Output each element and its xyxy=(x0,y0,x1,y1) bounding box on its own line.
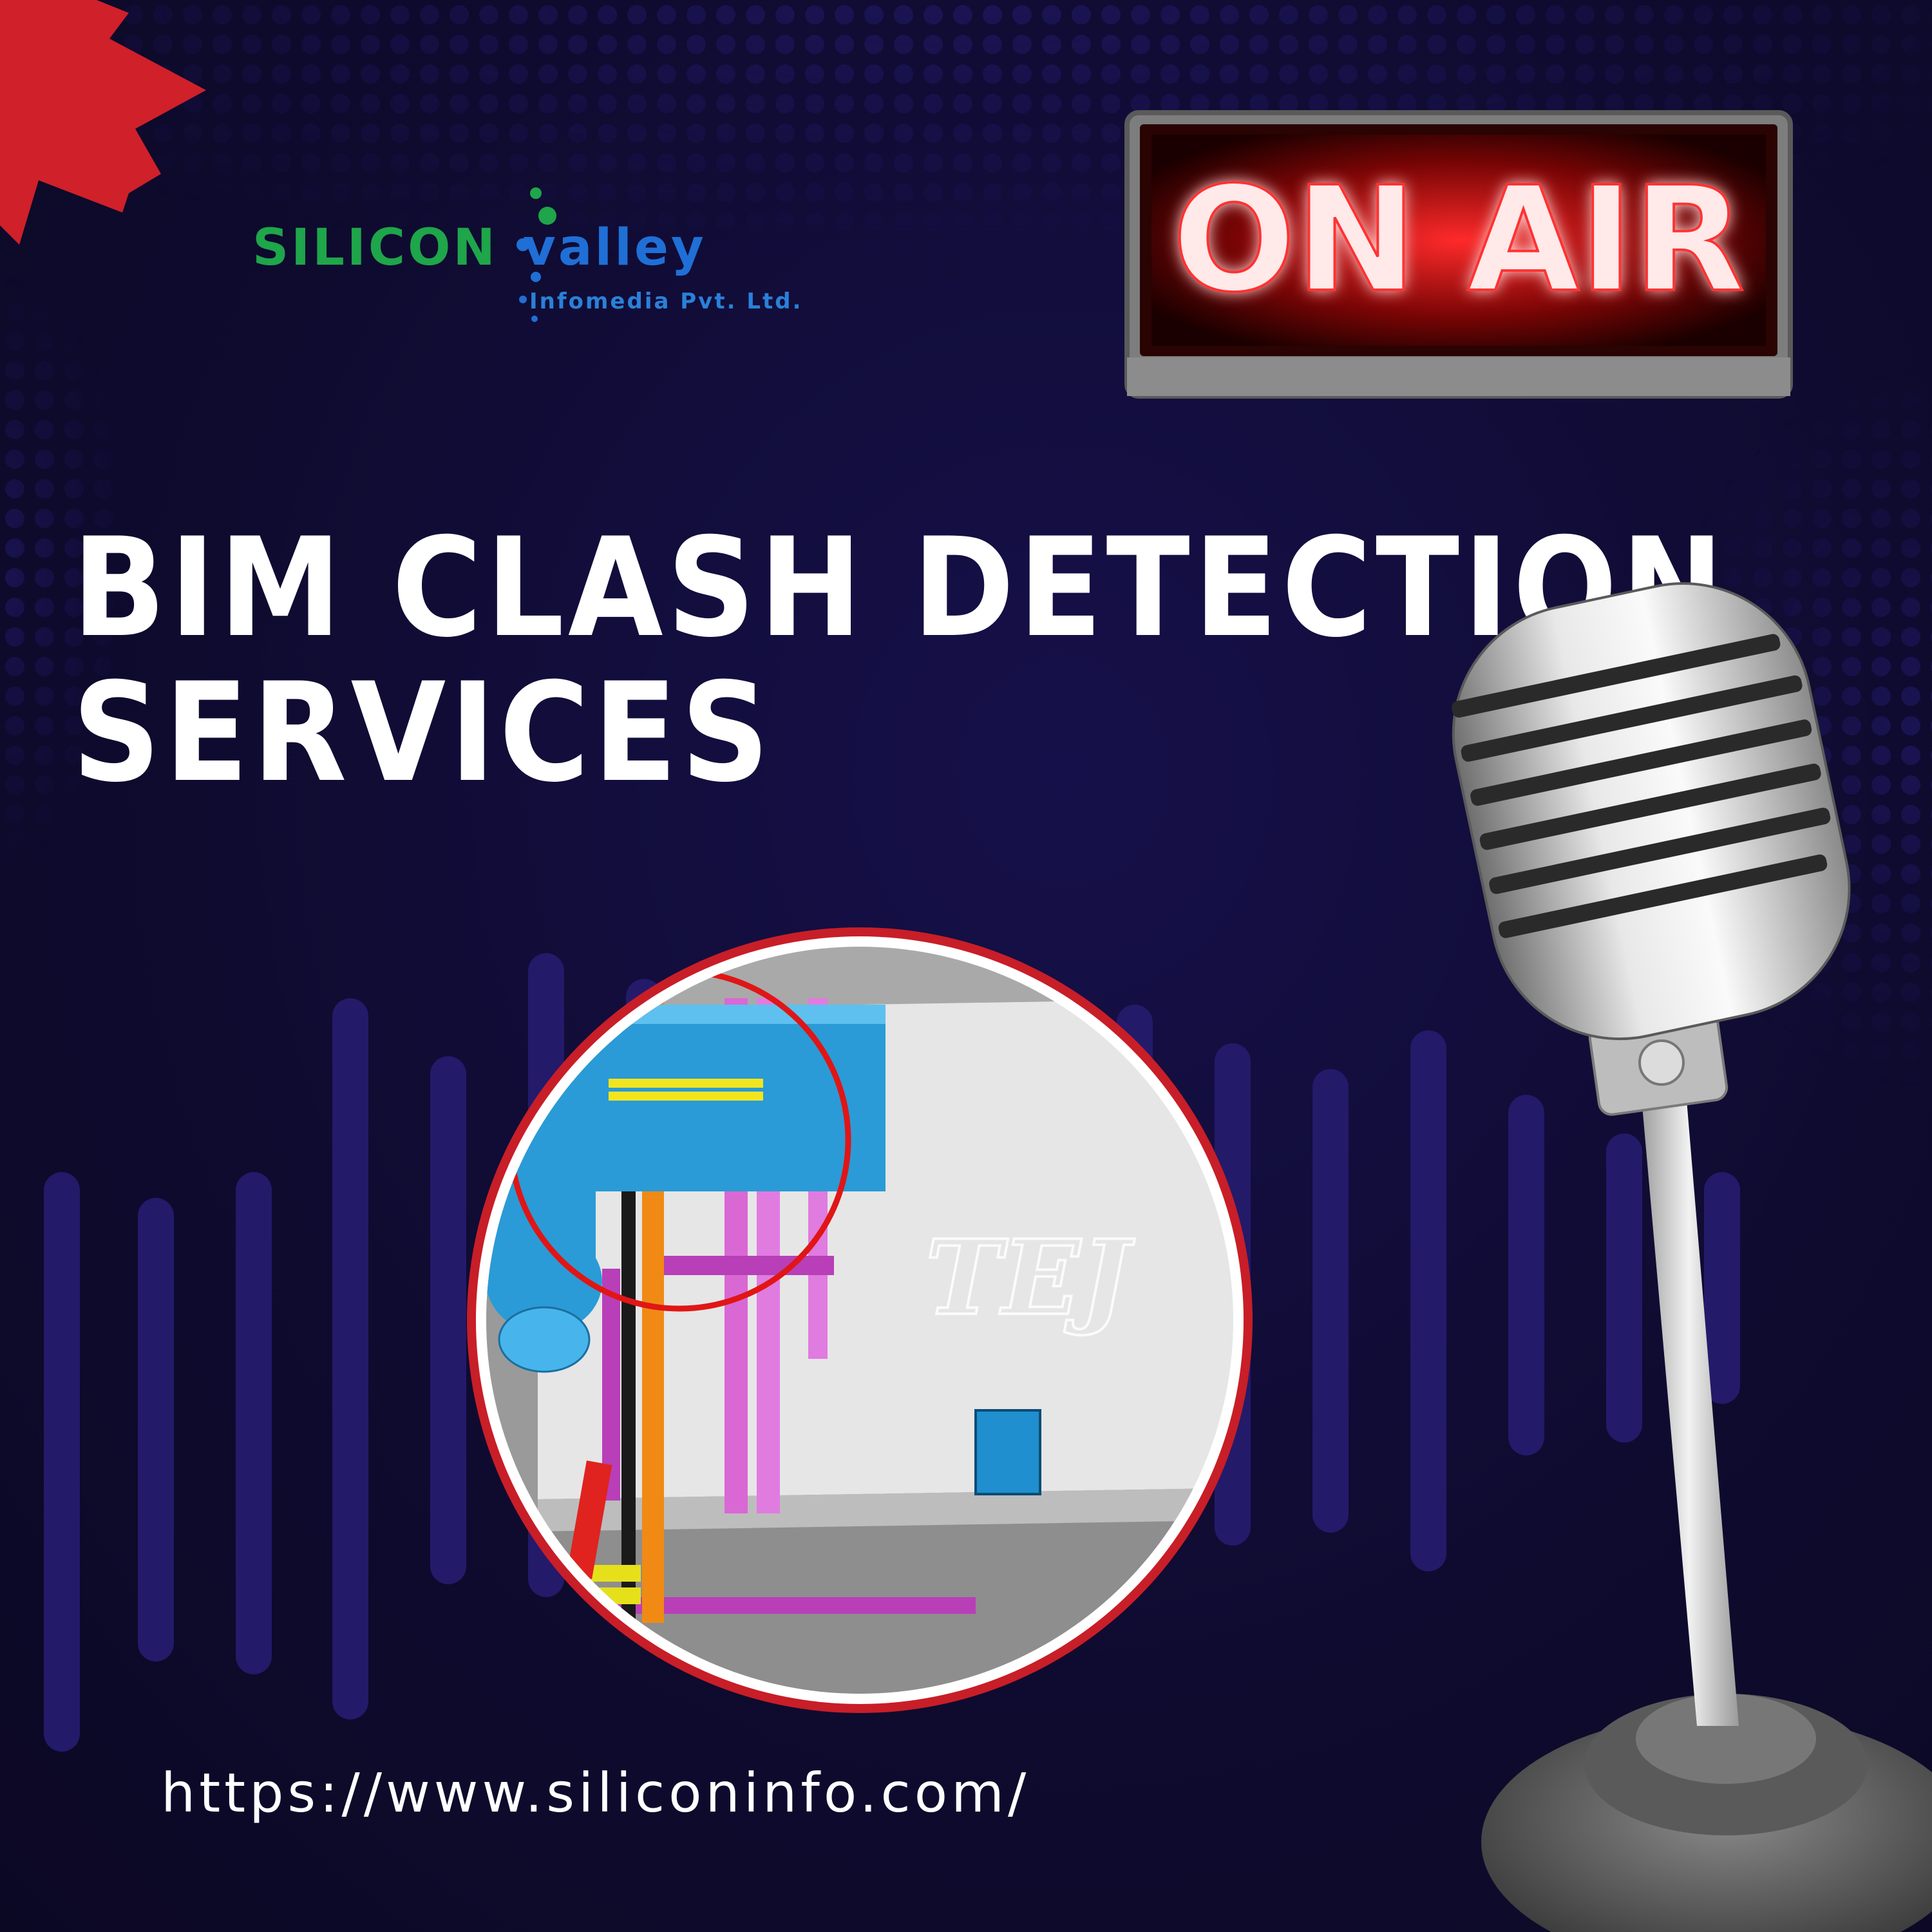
logo-dots-icon xyxy=(516,187,556,322)
sound-bar xyxy=(1508,1095,1544,1455)
sound-bar xyxy=(1704,1172,1740,1404)
sound-bar xyxy=(44,1172,80,1752)
logo-word-valley: valley xyxy=(523,219,706,277)
halftone-left xyxy=(0,193,386,1030)
headline: BIM CLASH DETECTION SERVICES xyxy=(72,515,1728,805)
logo-subtitle: Infomedia Pvt. Ltd. xyxy=(529,289,803,314)
headline-line-2: SERVICES xyxy=(72,653,773,812)
sound-bar xyxy=(1312,1069,1349,1533)
sound-bar xyxy=(430,1056,466,1584)
on-air-label: ON AIR xyxy=(1172,156,1745,325)
sound-bar xyxy=(138,1198,174,1662)
sound-bar xyxy=(332,998,368,1719)
company-logo: SILICON valley Infomedia Pvt. Ltd. xyxy=(252,187,806,335)
on-air-sign: ON AIR xyxy=(1124,110,1793,399)
sound-bar xyxy=(236,1172,272,1674)
sound-bar xyxy=(1410,1030,1446,1571)
headline-line-1: BIM CLASH DETECTION xyxy=(72,508,1728,667)
logo-word-silicon: SILICON xyxy=(252,219,498,277)
bim-model-illustration: TEJ xyxy=(467,927,1253,1713)
sound-bar xyxy=(1606,1133,1642,1443)
watermark-label: TEJ xyxy=(925,1217,1135,1338)
star-burst-icon xyxy=(0,0,206,245)
website-url[interactable]: https://www.siliconinfo.com/ xyxy=(161,1761,1030,1824)
microphone-icon xyxy=(1452,582,1932,1932)
